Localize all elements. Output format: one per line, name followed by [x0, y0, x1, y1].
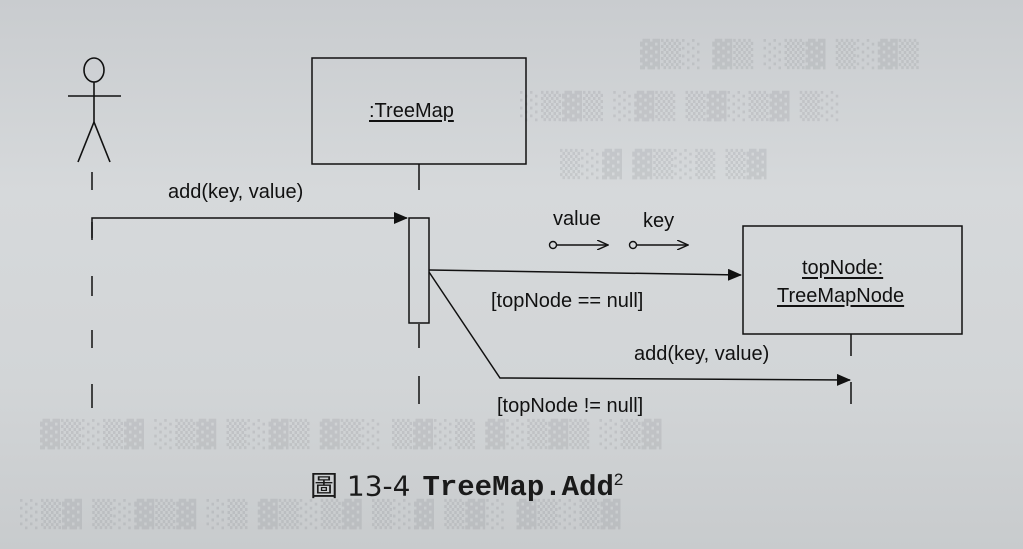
caption-figure-number: 圖 13-4: [310, 469, 411, 503]
param-value-label: value: [553, 208, 601, 230]
message-add-to-treemap: [91, 212, 408, 238]
message-label-add-topnode: add(key, value): [634, 343, 770, 365]
caption-code: TreeMap.Add: [422, 471, 614, 505]
caption-footnote-mark: 2: [613, 470, 624, 489]
guard-topnode-not-null: [topNode != null]: [497, 395, 644, 417]
actor-right-leg: [93, 121, 111, 163]
message-label-add: add(key, value): [168, 181, 304, 203]
param-key-arrow: [628, 242, 689, 249]
topnode-object-label-line1: topNode:: [802, 257, 884, 279]
bleed-through-text: ▒░▓ ▓▒░▒ ▒▓: [560, 150, 768, 180]
message-create-topnode: [428, 268, 742, 281]
bleed-through-text: ░▒▓▒ ░▓▒ ▒▓░▒▓ ▒░: [520, 92, 842, 122]
param-key-label: key: [643, 210, 675, 232]
topnode-object-box: [742, 225, 963, 335]
actor-figure: [68, 57, 121, 163]
actor-head: [83, 57, 105, 83]
treemap-activation-bar: [408, 217, 430, 324]
bleed-through-text: ░▒▓ ▒░▓▒▓ ░▒ ▓▒░▒▓ ▒░▓ ▒▓░ ▓▒░▒▓: [20, 500, 622, 530]
figure-caption: 圖 13-4 TreeMap.Add2: [310, 460, 624, 504]
message-add-to-topnode: [428, 271, 851, 386]
treemap-object-label: :TreeMap: [369, 100, 454, 122]
bleed-through-text: ▓▒░ ▓▒ ░▒▓ ▒░▓▒: [640, 40, 920, 70]
param-value-arrow: [548, 242, 609, 249]
bleed-through-text: ▓▒░▒▓ ░▒▓ ▒░▓▒ ▓▒░ ▒▓░▒ ▓░▒▓▒ ░▒▓: [40, 420, 663, 450]
topnode-object-label-line2: TreeMapNode: [777, 285, 905, 307]
actor-left-leg: [77, 121, 95, 163]
guard-topnode-null: [topNode == null]: [491, 290, 644, 312]
